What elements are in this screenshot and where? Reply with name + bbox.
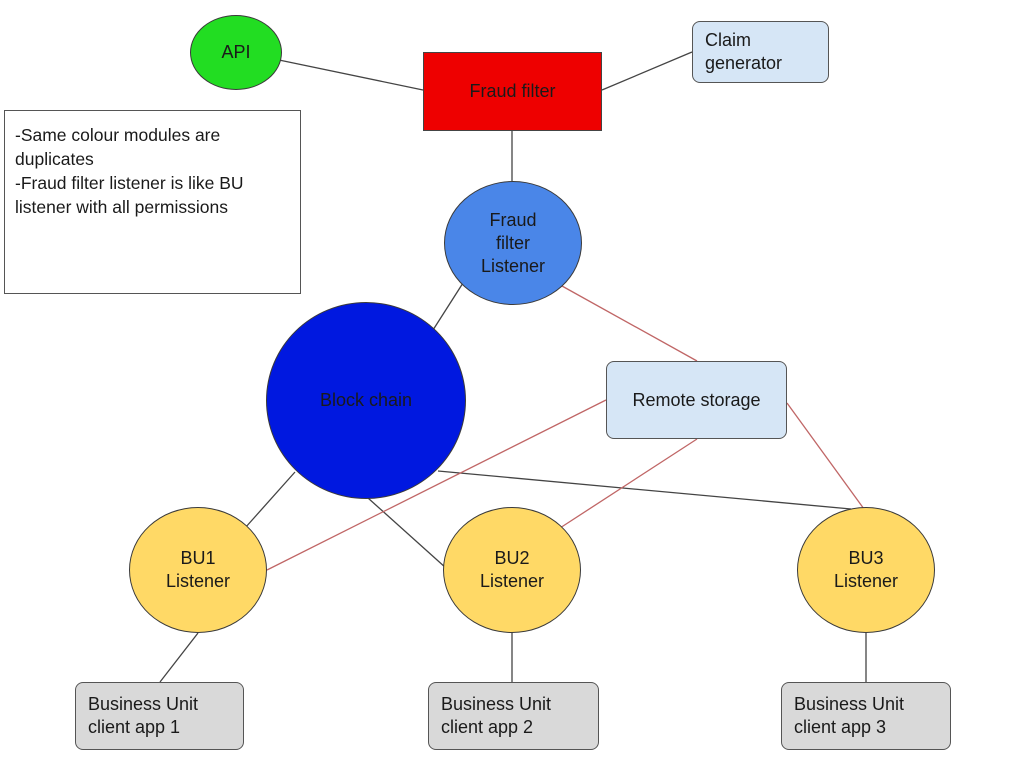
fraud-filter-listener-node: Fraud filter Listener [444, 181, 582, 305]
client-app-1-node: Business Unit client app 1 [75, 682, 244, 750]
note-box: -Same colour modules are duplicates -Fra… [4, 110, 301, 294]
client-app-2-node: Business Unit client app 2 [428, 682, 599, 750]
edge-listener-blockchain [432, 282, 464, 331]
bu1-listener-node: BU1 Listener [129, 507, 267, 633]
block-chain-node: Block chain [266, 302, 466, 499]
fraud-filter-node: Fraud filter [423, 52, 602, 131]
client-app-3-node: Business Unit client app 3 [781, 682, 951, 750]
edge-blockchain-bu3 [437, 470, 852, 510]
edge-remote-storage-bu3 [786, 402, 865, 510]
api-node: API [190, 15, 282, 90]
bu3-listener-node: BU3 Listener [797, 507, 935, 633]
edge-remote-storage-bu1 [266, 399, 607, 571]
edge-bu1-app1 [159, 632, 199, 683]
edge-remote-storage-bu2 [559, 438, 698, 529]
remote-storage-node: Remote storage [606, 361, 787, 439]
edge-blockchain-bu1 [244, 471, 296, 529]
edge-blockchain-bu2 [367, 497, 447, 569]
edge-api-fraud-filter [278, 59, 424, 91]
edge-fraud-filter-claim-generator [601, 51, 693, 91]
edge-listener-remote-storage [561, 285, 698, 362]
claim-generator-node: Claim generator [692, 21, 829, 83]
bu2-listener-node: BU2 Listener [443, 507, 581, 633]
